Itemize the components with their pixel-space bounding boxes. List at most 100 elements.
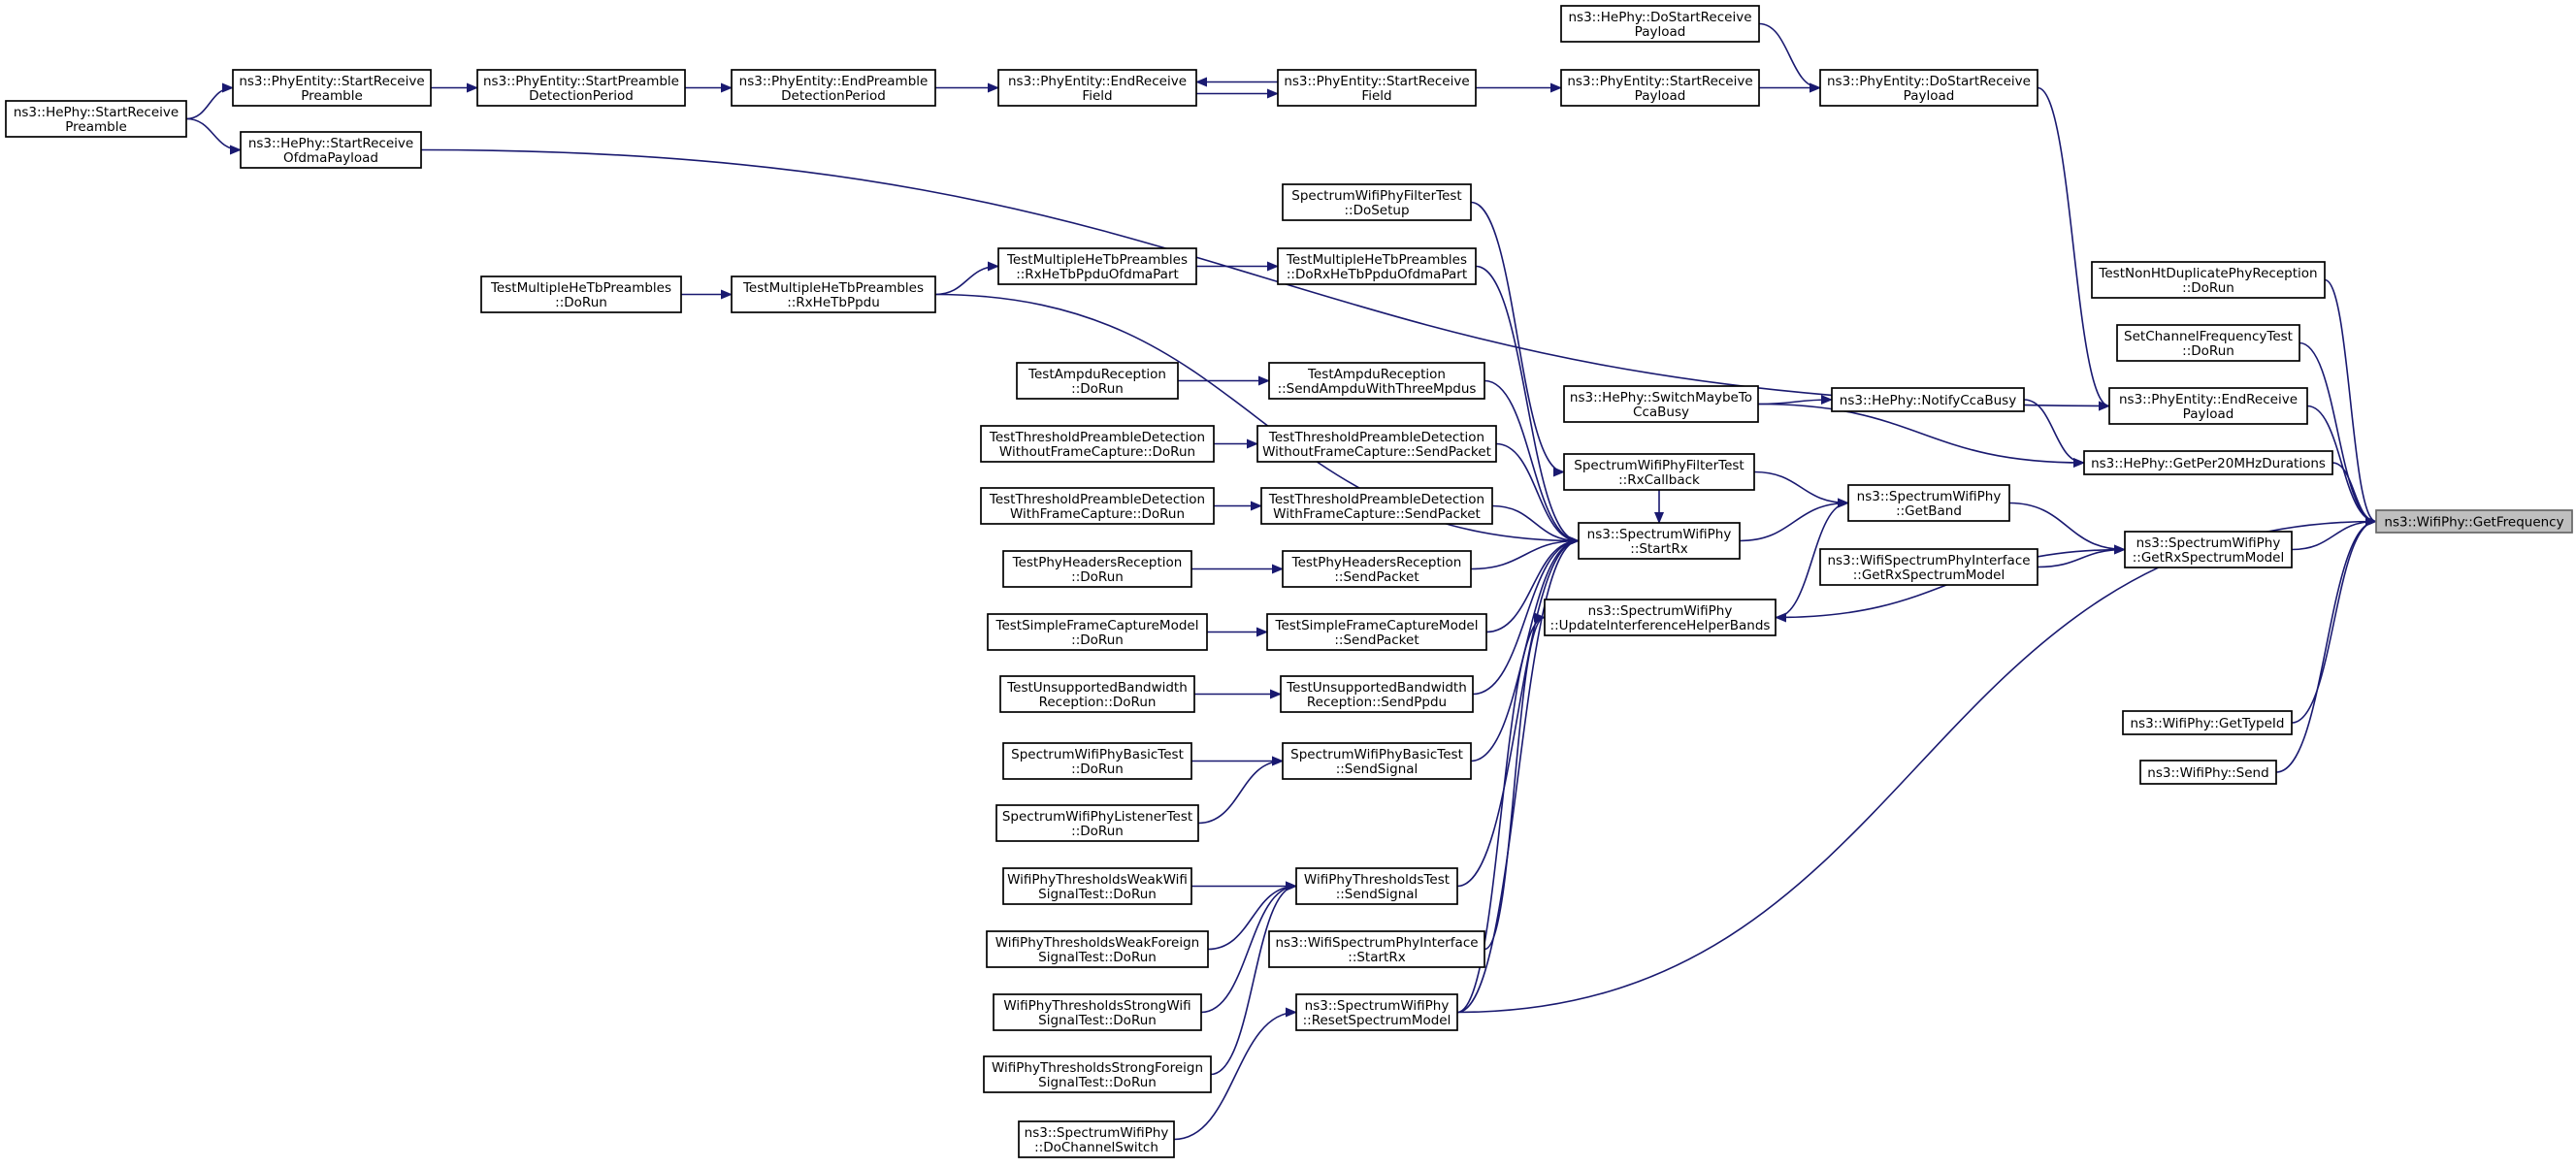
edge-swp_getBand-to-swp_getRxSpectrumModel <box>2008 502 2126 555</box>
node-box <box>5 100 187 138</box>
node-getfrequency[interactable]: ns3::WifiPhy::GetFrequency <box>2375 509 2573 534</box>
node-label: ::DoRun <box>2182 343 2234 359</box>
node-box <box>1018 1120 1175 1158</box>
node-label: TestThresholdPreambleDetection <box>1268 492 1484 507</box>
node-tphr_doRun[interactable]: TestPhyHeadersReception::DoRun <box>1002 550 1192 588</box>
node-wptt_send[interactable]: WifiPhyThresholdsTest::SendSignal <box>1295 867 1458 905</box>
node-swp_resetSpectrum[interactable]: ns3::SpectrumWifiPhy::ResetSpectrumModel <box>1295 993 1458 1031</box>
node-label: ::DoRun <box>555 295 607 310</box>
node-box <box>1560 69 1760 107</box>
node-wpt_weakWifi[interactable]: WifiPhyThresholdsWeakWifiSignalTest::DoR… <box>1002 867 1192 905</box>
edge-tmhtp_rxHeTbPpdu-to-tmhtp_rxOfdmaPart <box>934 261 999 296</box>
node-swpft_rxCallback[interactable]: SpectrumWifiPhyFilterTest::RxCallback <box>1563 453 1755 491</box>
node-swp_startRx[interactable]: ns3::SpectrumWifiPhy::StartRx <box>1578 522 1741 560</box>
node-tphr_send[interactable]: TestPhyHeadersReception::SendPacket <box>1282 550 1472 588</box>
node-label: ns3::PhyEntity::EndPreamble <box>739 74 929 89</box>
node-wifiphy_send[interactable]: ns3::WifiPhy::Send <box>2139 760 2277 785</box>
node-label: ns3::PhyEntity::StartPreamble <box>483 74 679 89</box>
node-label: DetectionPeriod <box>529 88 634 104</box>
node-box <box>1282 550 1472 588</box>
node-box <box>1295 993 1458 1031</box>
node-label: ns3::WifiSpectrumPhyInterface <box>1827 553 2030 568</box>
node-swp_doChannelSwitch[interactable]: ns3::SpectrumWifiPhy::DoChannelSwitch <box>1018 1120 1175 1158</box>
node-label: ns3::SpectrumWifiPhy <box>1857 489 2002 504</box>
node-swpft_doSetup[interactable]: SpectrumWifiPhyFilterTest::DoSetup <box>1282 183 1472 221</box>
node-tsfcm_send[interactable]: TestSimpleFrameCaptureModel::SendPacket <box>1266 613 1487 651</box>
node-label: ns3::PhyEntity::StartReceive <box>239 74 424 89</box>
node-tmhtp_rxOfdmaPart[interactable]: TestMultipleHeTbPreambles::RxHeTbPpduOfd… <box>997 247 1197 285</box>
node-label: WifiPhyThresholdsTest <box>1304 872 1450 888</box>
node-label: ::RxHeTbPpduOfdmaPart <box>1016 267 1179 282</box>
node-swpbt_doRun[interactable]: SpectrumWifiPhyBasicTest::DoRun <box>1002 742 1192 780</box>
node-wspi_startRx[interactable]: ns3::WifiSpectrumPhyInterface::StartRx <box>1268 930 1485 968</box>
node-wifiphy_getTypeId[interactable]: ns3::WifiPhy::GetTypeId <box>2122 710 2293 735</box>
node-setchan_doRun[interactable]: SetChannelFrequencyTest::DoRun <box>2116 324 2300 362</box>
node-box <box>1260 487 1493 525</box>
node-ttpd_wofc_doRun[interactable]: TestThresholdPreambleDetectionWithoutFra… <box>980 425 1215 463</box>
node-tsfcm_doRun[interactable]: TestSimpleFrameCaptureModel::DoRun <box>987 613 1208 651</box>
node-box <box>2091 261 2326 299</box>
node-ttpd_wofc_send[interactable]: TestThresholdPreambleDetectionWithoutFra… <box>1256 425 1497 463</box>
node-ttpd_wfc_doRun[interactable]: TestThresholdPreambleDetectionWithFrameC… <box>980 487 1215 525</box>
node-box <box>1016 362 1179 400</box>
node-phyentity_endPreambleDet[interactable]: ns3::PhyEntity::EndPreambleDetectionPeri… <box>731 69 936 107</box>
edge-wifiphy_send-to-getfrequency <box>2275 516 2377 773</box>
node-tmhtp_doRun[interactable]: TestMultipleHeTbPreambles::DoRun <box>480 276 682 313</box>
node-label: WithoutFrameCapture::SendPacket <box>1262 444 1491 460</box>
node-box <box>1578 522 1741 560</box>
node-phyentity_startPreambleDet[interactable]: ns3::PhyEntity::StartPreambleDetectionPe… <box>476 69 686 107</box>
edge-hephy_switchMaybeCca-to-hephy_getPer20 <box>1757 403 2085 468</box>
node-box <box>1277 69 1477 107</box>
node-label: TestAmpduReception <box>1027 367 1166 382</box>
node-hephy_notifyCcaBusy[interactable]: ns3::HePhy::NotifyCcaBusy <box>1831 387 2025 412</box>
node-label: ns3::HePhy::StartReceive <box>248 136 413 151</box>
node-swpbt_send[interactable]: SpectrumWifiPhyBasicTest::SendSignal <box>1282 742 1472 780</box>
node-label: CcaBusy <box>1633 405 1689 420</box>
edge-phyentity_doStartRxPayload-to-phyentity_endRxPayload <box>2037 86 2110 411</box>
node-hephy_getPer20[interactable]: ns3::HePhy::GetPer20MHzDurations <box>2083 450 2333 475</box>
node-label: Field <box>1361 88 1391 104</box>
node-tampdu_send[interactable]: TestAmpduReception::SendAmpduWithThreeMp… <box>1268 362 1485 400</box>
node-box <box>1266 613 1487 651</box>
edge-swpft_doSetup-to-swpft_rxCallback <box>1470 201 1565 477</box>
node-label: WithoutFrameCapture::DoRun <box>999 444 1195 460</box>
node-label: ns3::PhyEntity::EndReceive <box>2119 392 2298 407</box>
node-box <box>1277 247 1477 285</box>
node-label: ns3::WifiPhy::Send <box>2147 765 2268 781</box>
node-nonht_doRun[interactable]: TestNonHtDuplicatePhyReception::DoRun <box>2091 261 2326 299</box>
node-swp_getRxSpectrumModel[interactable]: ns3::SpectrumWifiPhy::GetRxSpectrumModel <box>2124 531 2293 568</box>
node-tmhtp_doRxOfdmaPart[interactable]: TestMultipleHeTbPreambles::DoRxHeTbPpduO… <box>1277 247 1477 285</box>
node-wpt_strongForeign[interactable]: WifiPhyThresholdsStrongForeignSignalTest… <box>983 1055 1212 1093</box>
node-label: ::DoRun <box>2182 280 2234 296</box>
node-label: ::GetBand <box>1896 503 1962 519</box>
edge-tubr_send-to-swp_startRx <box>1472 535 1580 696</box>
node-wpt_weakForeign[interactable]: WifiPhyThresholdsWeakForeignSignalTest::… <box>986 930 1209 968</box>
node-box <box>1256 425 1497 463</box>
edge-hephy_doStartRxPayload-to-phyentity_doStartRxPayload <box>1758 22 1821 93</box>
node-label: ns3::HePhy::GetPer20MHzDurations <box>2091 456 2326 471</box>
edge-hephy_startRxOfdma-to-phyentity_endRxPayload <box>420 148 2110 411</box>
node-swp_updateIhBands[interactable]: ns3::SpectrumWifiPhy::UpdateInterference… <box>1544 599 1777 636</box>
node-tmhtp_rxHeTbPpdu[interactable]: TestMultipleHeTbPreambles::RxHeTbPpdu <box>731 276 936 313</box>
edge-phyentity_endRxPayload-to-getfrequency <box>2306 405 2377 527</box>
node-swplt_doRun[interactable]: SpectrumWifiPhyListenerTest::DoRun <box>995 804 1199 842</box>
node-swp_getBand[interactable]: ns3::SpectrumWifiPhy::GetBand <box>1847 484 2010 522</box>
node-tampdu_doRun[interactable]: TestAmpduReception::DoRun <box>1016 362 1179 400</box>
node-wpt_strongWifi[interactable]: WifiPhyThresholdsStrongWifiSignalTest::D… <box>993 993 1202 1031</box>
node-box <box>1268 930 1485 968</box>
node-ttpd_wfc_send[interactable]: TestThresholdPreambleDetectionWithFrameC… <box>1260 487 1493 525</box>
node-wspi_getRxSpectrumModel[interactable]: ns3::WifiSpectrumPhyInterface::GetRxSpec… <box>1819 548 2038 586</box>
node-tubr_send[interactable]: TestUnsupportedBandwidthReception::SendP… <box>1280 675 1474 713</box>
node-label: ::RxHeTbPpdu <box>787 295 880 310</box>
